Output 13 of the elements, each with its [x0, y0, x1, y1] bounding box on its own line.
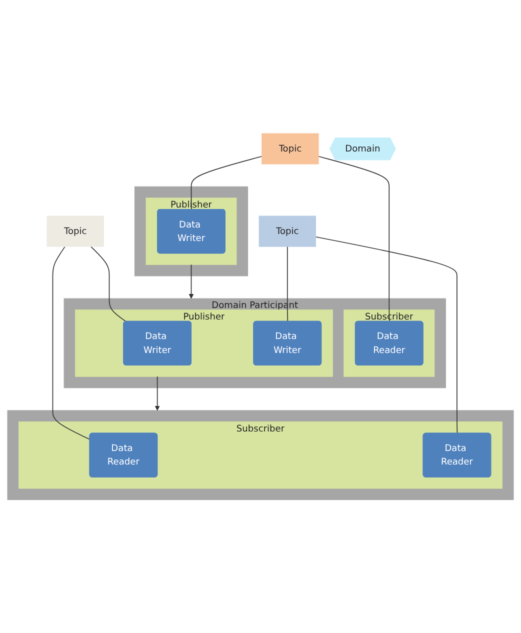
connector [286, 246, 288, 322]
node-box: Topic [46, 216, 104, 247]
connector [315, 236, 458, 434]
node-box: Topic [258, 216, 316, 247]
connector [318, 156, 390, 322]
connector [90, 246, 126, 322]
connector [190, 156, 262, 210]
arrow [188, 264, 194, 299]
cluster [7, 410, 514, 500]
node-box: Topic [262, 133, 319, 164]
arrow [154, 376, 160, 411]
cluster [134, 186, 248, 276]
connector [52, 246, 90, 440]
